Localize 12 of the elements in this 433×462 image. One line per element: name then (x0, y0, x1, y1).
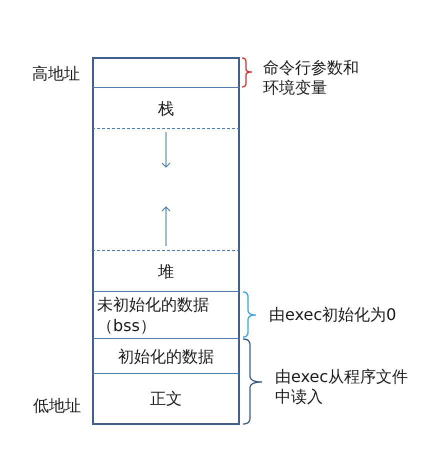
note: 由exec初始化为0 (269, 305, 398, 325)
memory-segment (92, 128, 240, 250)
address-label: 低地址 (33, 396, 82, 416)
memory-segment: 未初始化的数据（bss） (92, 291, 240, 338)
note: 由exec从程序文件中读入 (275, 367, 410, 407)
memory-segment: 初始化的数据 (92, 338, 240, 373)
memory-segment: 栈 (92, 87, 240, 128)
note: 命令行参数和环境变量 (263, 58, 360, 98)
memory-segment: 堆 (92, 250, 240, 291)
memory-segment (92, 57, 240, 87)
address-label: 高地址 (32, 64, 81, 84)
memory-segment: 正文 (92, 373, 240, 425)
